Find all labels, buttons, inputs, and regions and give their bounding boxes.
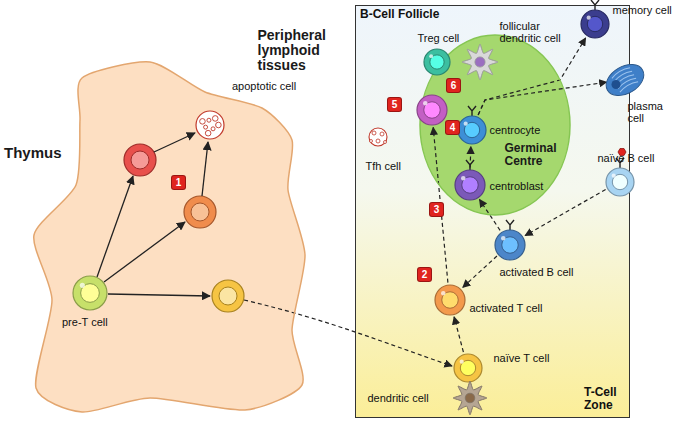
cell-shape [417, 95, 447, 125]
thymocyte-red [124, 144, 156, 176]
region-title: Thymus [4, 145, 62, 162]
memory-cell: memory cell [581, 10, 609, 38]
cell-label: pre-T cell [62, 316, 108, 329]
region-label: T-Cell Zone [584, 386, 628, 412]
callout-number: 4 [446, 121, 459, 134]
cell-label: activated T cell [470, 302, 543, 315]
cell-shape [73, 276, 107, 310]
cell-label: Tfh cell [366, 160, 401, 173]
treg-cell: Treg cell [424, 49, 450, 75]
cell-shape [610, 65, 640, 95]
dashed-arrow [454, 317, 463, 352]
cell-shape [458, 116, 486, 144]
cell-shape [424, 49, 450, 75]
callout-number: 6 [447, 79, 460, 92]
apoptotic-cell: apoptotic cell [196, 111, 224, 139]
panel-ground [355, 5, 630, 418]
cell-label: apoptotic cell [232, 80, 296, 93]
cell-label: plasma cell [628, 100, 678, 125]
migration-arrow [244, 300, 452, 366]
callout-number: 3 [430, 203, 443, 216]
cell-label: follicular dendritic cell [500, 20, 568, 45]
cell-label: naïve T cell [494, 352, 550, 365]
cell-shape [463, 45, 497, 79]
cell-label: centroblast [490, 180, 544, 193]
cell-label: dendritic cell [368, 392, 429, 405]
naive-t-cell: naïve T cell [454, 354, 482, 382]
cell-label: Treg cell [418, 32, 460, 45]
dendritic-cell: dendritic cell [454, 382, 486, 414]
callout-number: 5 [388, 98, 401, 111]
thymus-region: Thymusapoptotic cellpre-T cell [28, 58, 310, 414]
region-title: Germinal Centre [505, 142, 563, 168]
region-title: Peripheral lymphoid tissues [258, 28, 350, 74]
naive-b-cell: naïve B cell [606, 168, 634, 196]
dashed-arrow [478, 82, 607, 115]
cell-shape [455, 170, 485, 200]
cell-shape [196, 111, 224, 139]
thymocyte-yellow [212, 280, 244, 312]
lymphoid-panel: Peripheral lymphoid tissuesGerminal Cent… [355, 5, 630, 418]
activated-b-cell: activated B cell [495, 230, 525, 260]
apoptotic-tfh [369, 128, 387, 146]
cell-label: activated B cell [500, 266, 574, 279]
cell-shape [606, 168, 634, 196]
cell-shape [495, 230, 525, 260]
callout-number: 2 [418, 268, 431, 281]
activated-t-cell: activated T cell [435, 285, 465, 315]
plasma-cell: plasma cell [610, 65, 640, 95]
cell-shape [454, 354, 482, 382]
region-label: B-Cell Follicle [360, 8, 439, 21]
thymocyte-orange [184, 196, 216, 228]
cell-label: naïve B cell [598, 152, 655, 165]
cell-label: memory cell [613, 4, 672, 17]
region-outline [28, 58, 310, 414]
dashed-arrow [478, 38, 585, 115]
pre-t-cell: pre-T cell [73, 276, 107, 310]
cell-label: centrocyte [490, 124, 541, 137]
centroblast: centroblast [455, 170, 485, 200]
dashed-arrow [463, 256, 497, 287]
callout-number: 1 [172, 176, 185, 189]
dashed-arrow [525, 189, 605, 235]
germinal-ground [420, 35, 570, 215]
cell-shape [581, 10, 609, 38]
cell-shape [435, 285, 465, 315]
cell-shape [454, 382, 486, 414]
centrocyte: centrocyte [458, 116, 486, 144]
tfh-cell: Tfh cell [417, 95, 447, 125]
thymus-ground [34, 62, 305, 412]
follicular-dendritic-cell: follicular dendritic cell [463, 45, 497, 79]
selection-arrows [97, 133, 210, 296]
